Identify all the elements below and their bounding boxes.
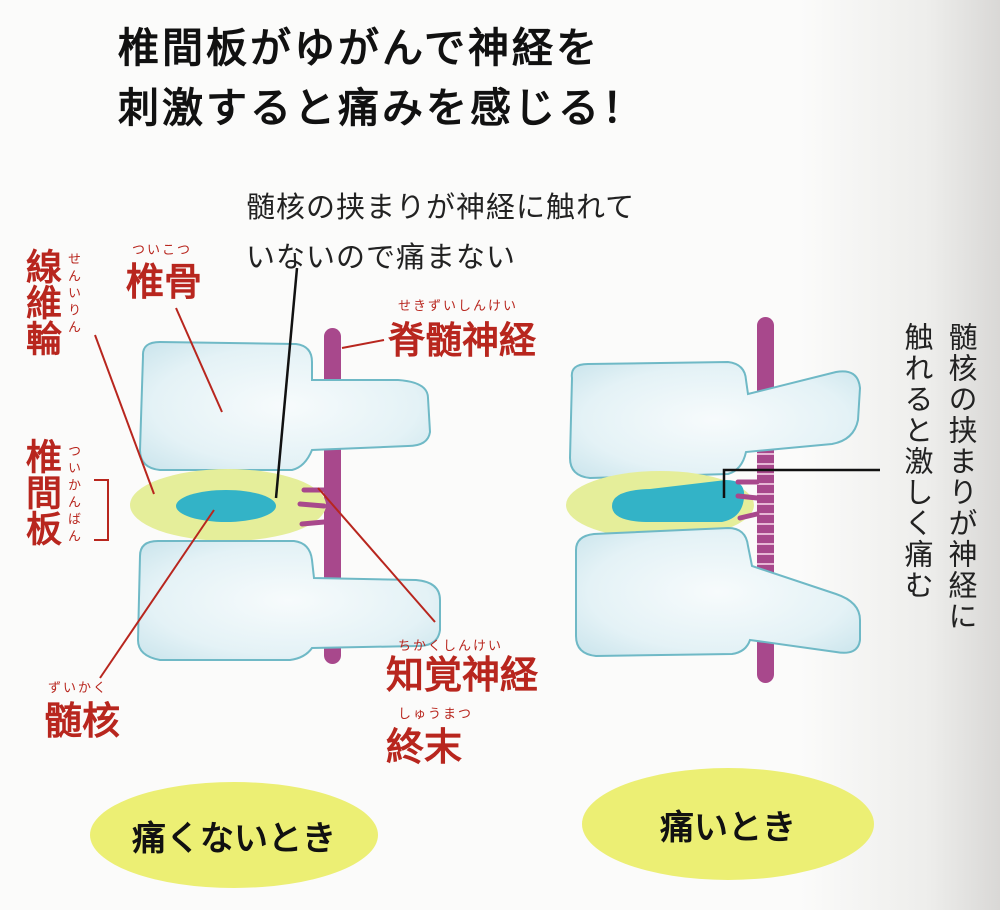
nerve-ending-label: 終末 [386,725,463,769]
right-spine-segment [566,317,880,683]
note-top-line-2: いないので痛まない [246,240,517,274]
vertebra-ruby: ついこつ [132,243,193,258]
right-upper-vertebra [568,360,862,480]
leader-vertebra [175,307,223,413]
sensory-nerve-label: 知覚神経 [386,653,539,697]
right-nucleus-pulposus [612,480,745,522]
left-nucleus-pulposus [176,490,276,522]
right-sensory-nerve-ending-3 [737,511,760,521]
badge-no-pain-text: 痛くないとき [132,818,336,859]
nerve-ending-ruby: しゅうまつ [398,707,474,722]
note-top-line-1: 髄核の挟まりが神経に触れて [246,190,636,224]
vertebra-label: 椎骨 [126,260,203,304]
disc-label: 椎間板 [20,438,61,546]
right-lower-vertebra [575,526,861,658]
leader-right-note [722,468,880,498]
title-line-1: 椎間板がゆがんで神経を [118,24,600,72]
leader-annulus [94,334,155,495]
right-sensory-nerve-ending-2 [735,493,760,501]
annulus-label: 線維輪 [20,248,61,356]
nucleus-label: 髄核 [44,699,121,743]
spinal-nerve-ruby: せきずいしんけい [398,299,519,314]
note-right-vertical: 髄核の挟まりが神経に 触れると激しく痛む [900,322,978,632]
badge-pain-text: 痛いとき [660,807,796,848]
left-leader-lines [94,267,436,679]
annulus-ruby: せんいりん [65,252,80,337]
right-spinal-nerve-stripes [757,433,774,575]
disc-bracket [94,479,109,541]
disc-ruby: ついかんばん [65,444,80,546]
sensory-nerve-ruby: ちかくしんけい [398,639,504,654]
nucleus-ruby: ずいかく [48,681,109,696]
spinal-nerve-label: 脊髄神経 [388,319,536,362]
left-spine-segment [130,328,441,664]
left-sensory-nerve-ending-2 [297,501,327,509]
title-line-2: 刺激すると痛みを感じる！ [118,84,646,132]
left-lower-vertebra [136,540,441,661]
leader-spinal-nerve [341,339,385,349]
leader-nucleus [99,509,215,679]
badge-pain: 痛いとき [582,768,874,880]
badge-no-pain: 痛くないとき [90,782,378,888]
left-sensory-nerve-ending-3 [299,519,327,527]
leader-top-note [274,267,299,499]
leader-sensory-nerve [317,487,436,623]
